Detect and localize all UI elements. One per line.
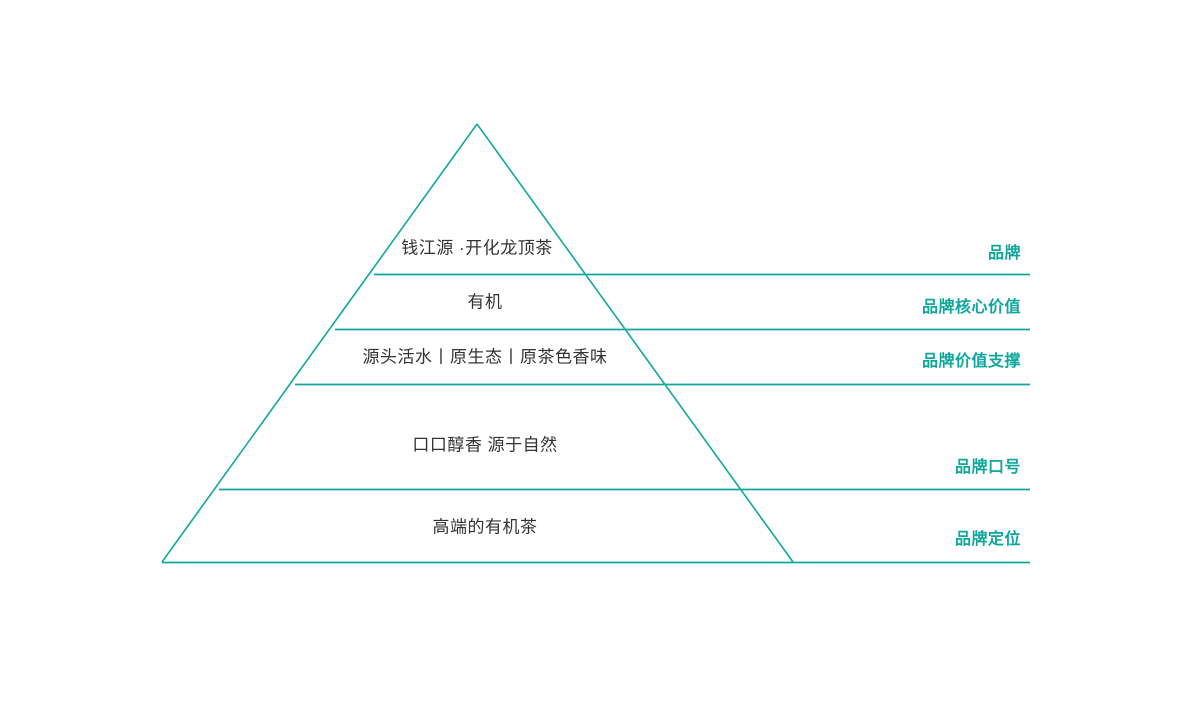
tier-label-value-support: 品牌价值支撑 [921,353,1021,370]
pyramid-left-edge [161,123,478,563]
tier-label-positioning: 品牌定位 [954,531,1021,548]
tier-content-slogan: 口口醇香 源于自然 [412,435,558,455]
tier-label-core-value: 品牌核心价值 [921,299,1021,316]
pyramid-triangle [161,123,794,563]
pyramid-divider-lines [162,273,1030,564]
tier-content-brand: 钱江源 ·开化龙顶茶 [401,238,553,258]
tier-label-slogan: 品牌口号 [954,459,1021,476]
tier-content-positioning: 高端的有机茶 [432,517,538,537]
pyramid-right-edge [476,123,794,563]
tier-content-value-support: 源头活水丨原生态丨原茶色香味 [362,347,608,367]
tier-label-brand: 品牌 [987,245,1021,262]
tier-content-core-value: 有机 [467,292,503,312]
